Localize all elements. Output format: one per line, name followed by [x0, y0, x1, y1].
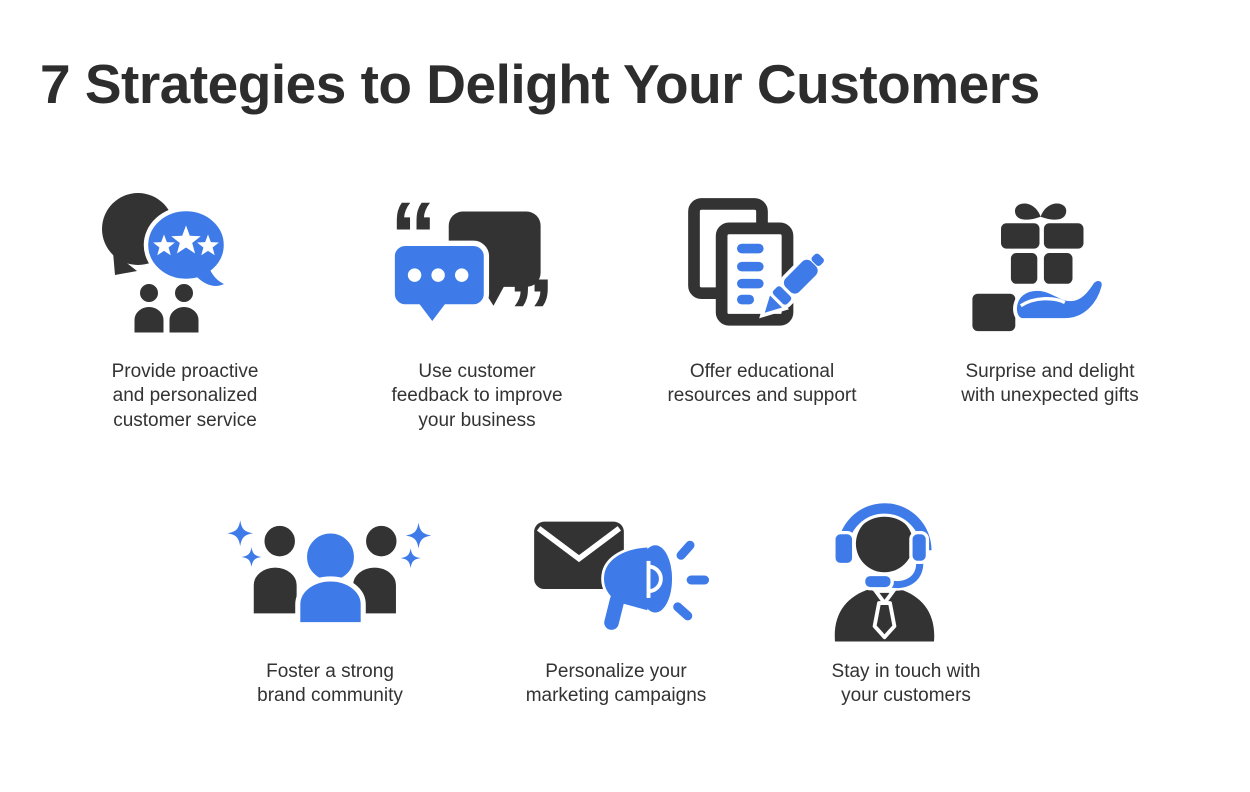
support-agent-headset-icon	[766, 500, 1046, 650]
strategy-item: Surprise and delight with unexpected gif…	[910, 178, 1190, 409]
strategy-label: Surprise and delight with unexpected gif…	[961, 361, 1139, 407]
strategy-item: Stay in touch with your customers	[766, 500, 1046, 709]
strategy-item: “ ” Use customer feedback to improve you…	[337, 178, 617, 433]
strategy-label: Foster a strong brand community	[257, 661, 403, 707]
feedback-quote-bubbles-icon: “ ”	[337, 178, 617, 353]
strategy-label: Use customer feedback to improve your bu…	[391, 361, 563, 431]
strategy-label: Offer educational resources and support	[667, 361, 857, 407]
strategy-item: Provide proactive and personalized custo…	[45, 178, 325, 433]
envelope-megaphone-icon	[476, 500, 756, 650]
strategy-label: Stay in touch with your customers	[831, 661, 981, 707]
strategy-item: Offer educational resources and support	[622, 178, 902, 409]
strategy-label: Provide proactive and personalized custo…	[111, 361, 259, 431]
page-title: 7 Strategies to Delight Your Customers	[40, 53, 1040, 115]
community-people-sparkles-icon	[190, 500, 470, 650]
strategy-item: Foster a strong brand community	[190, 500, 470, 709]
gift-in-hand-icon	[910, 178, 1190, 350]
strategy-label: Personalize your marketing campaigns	[525, 661, 707, 707]
document-checklist-pen-icon	[622, 178, 902, 350]
svg-text:”: ”	[508, 259, 555, 352]
strategy-item: Personalize your marketing campaigns	[476, 500, 756, 709]
review-chat-bubbles-icon	[45, 178, 325, 350]
